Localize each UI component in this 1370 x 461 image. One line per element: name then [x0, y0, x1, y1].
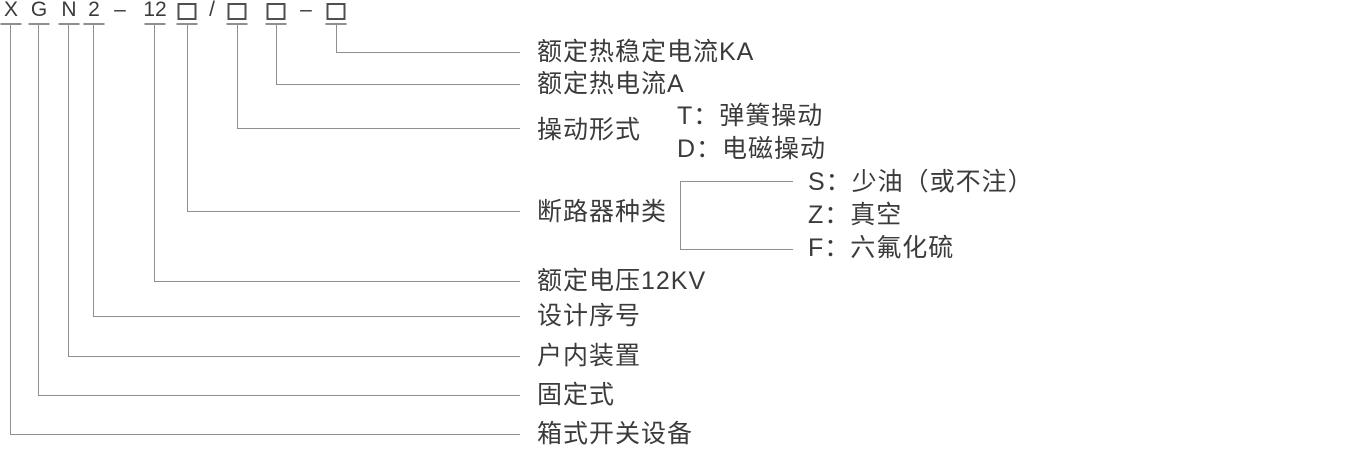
tick-under-box-2 [226, 23, 248, 25]
model-char-x: X [3, 0, 19, 21]
label-operation-type: 操动形式 [537, 116, 642, 144]
model-dash-1: – [114, 0, 126, 21]
option-d-electromagnetic-operation: D：电磁操动 [677, 135, 827, 163]
label-indoor-installation: 户内装置 [537, 342, 642, 370]
label-rated-thermal-stability-current: 额定热稳定电流KA [537, 38, 755, 66]
tick-under-box-4 [325, 23, 347, 25]
tick-under-12 [144, 23, 166, 25]
model-char-g: G [30, 0, 48, 21]
tick-under-x [0, 23, 22, 25]
model-dash-2: – [300, 0, 312, 21]
option-s-minimum-oil: S：少油（或不注） [808, 168, 1034, 196]
leader-line-fixed-type [38, 24, 520, 396]
model-placeholder-box-1 [177, 3, 197, 20]
label-breaker-type: 断路器种类 [537, 198, 668, 226]
option-z-vacuum: Z：真空 [808, 201, 903, 229]
leader-line-indoor-installation [68, 24, 520, 357]
model-placeholder-box-3 [266, 3, 286, 20]
option-f-sf6: F：六氟化硫 [808, 234, 955, 262]
model-char-12: 12 [143, 0, 167, 21]
label-fixed-type: 固定式 [537, 381, 616, 409]
tick-under-box-1 [176, 23, 198, 25]
leader-line-rated-voltage [154, 24, 520, 282]
model-placeholder-box-2 [227, 3, 247, 20]
option-t-spring-operation: T：弹簧操动 [677, 102, 824, 130]
label-rated-thermal-current: 额定热电流A [537, 70, 685, 98]
tick-under-2 [83, 23, 105, 25]
leader-line-breaker-type [187, 24, 520, 212]
leader-line-operation-type [237, 24, 520, 129]
leader-line-box-type-switchgear [10, 24, 520, 435]
model-placeholder-box-4 [326, 3, 346, 20]
leader-line-rated-thermal-stability-current [336, 24, 520, 53]
tick-under-g [28, 23, 50, 25]
model-char-2: 2 [88, 0, 100, 21]
label-box-type-switchgear: 箱式开关设备 [537, 420, 694, 448]
model-slash: / [209, 0, 215, 21]
model-char-n: N [61, 0, 77, 21]
label-rated-voltage: 额定电压12KV [537, 267, 707, 295]
breaker-type-bracket [680, 181, 793, 250]
leader-line-rated-thermal-current [276, 24, 520, 85]
label-design-serial-number: 设计序号 [537, 302, 642, 330]
tick-under-n [58, 23, 80, 25]
tick-under-box-3 [265, 23, 287, 25]
leader-line-design-serial-number [93, 24, 520, 317]
